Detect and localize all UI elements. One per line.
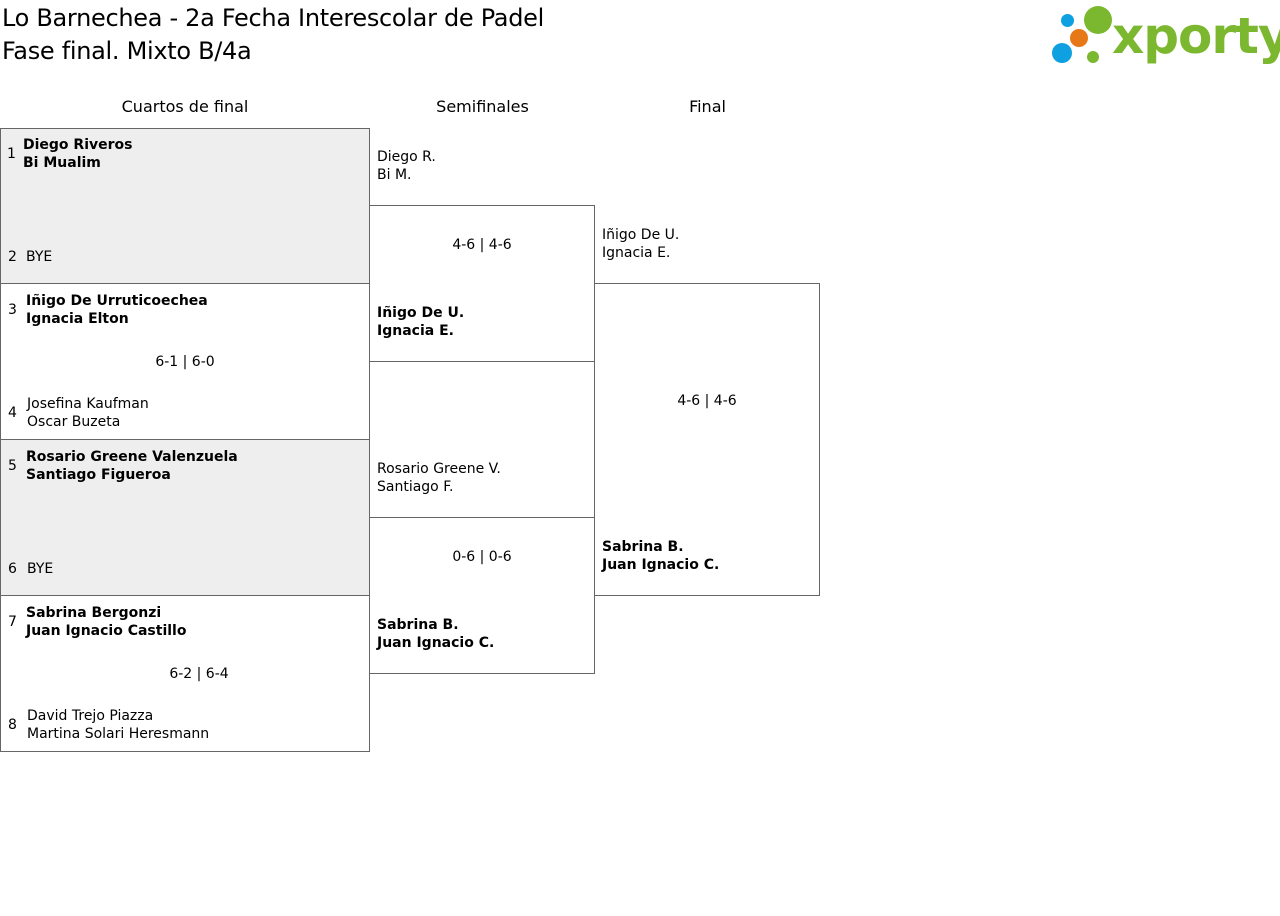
xporty-logo[interactable]: xporty <box>1050 4 1280 68</box>
player-name: Santiago F. <box>377 479 454 495</box>
logo-dot-blue-small <box>1061 14 1074 27</box>
match-score: 6-1 | 6-0 <box>155 354 215 370</box>
match-score: 6-2 | 6-4 <box>169 666 229 682</box>
semifinal-winner: Iñigo De U. Ignacia E. <box>377 304 464 340</box>
player-name: Diego R. <box>377 149 436 165</box>
player-name: Sabrina Bergonzi <box>26 605 162 621</box>
match-score: 0-6 | 0-6 <box>452 549 512 565</box>
quarterfinal-match-1[interactable] <box>0 128 370 284</box>
semifinal-winner: Sabrina B. Juan Ignacio C. <box>377 616 494 652</box>
player-name: BYE <box>26 249 53 265</box>
team-winner: Iñigo De Urruticoechea Ignacia Elton <box>26 292 208 328</box>
player-name: Diego Riveros <box>23 137 133 153</box>
quarterfinal-match-3[interactable] <box>0 439 370 596</box>
player-name: Rosario Greene Valenzuela <box>26 449 238 465</box>
player-name: Bi Mualim <box>23 155 101 171</box>
player-name: Santiago Figueroa <box>26 467 171 483</box>
player-name: Iñigo De U. <box>377 305 465 321</box>
page-title: Lo Barnechea - 2a Fecha Interescolar de … <box>2 2 544 68</box>
logo-text: xporty <box>1112 7 1280 65</box>
team-bye: BYE <box>27 560 53 578</box>
semifinal-team: Diego R. Bi M. <box>377 148 436 184</box>
team-loser: Josefina Kaufman Oscar Buzeta <box>27 395 149 431</box>
player-name: Sabrina B. <box>602 539 684 555</box>
seed-number: 3 <box>8 302 17 318</box>
player-name: Sabrina B. <box>377 617 459 633</box>
player-name: Josefina Kaufman <box>27 396 149 412</box>
logo-dot-green <box>1084 6 1112 34</box>
player-name: Martina Solari Heresmann <box>27 726 210 742</box>
player-name: Bi M. <box>377 167 412 183</box>
team-winner: Diego Riveros Bi Mualim <box>23 136 132 172</box>
logo-dot-orange <box>1070 29 1088 47</box>
team-loser: David Trejo Piazza Martina Solari Heresm… <box>27 707 209 743</box>
player-name: Juan Ignacio Castillo <box>26 623 187 639</box>
seed-number: 2 <box>8 249 17 265</box>
team-bye: BYE <box>26 248 52 266</box>
player-name: Juan Ignacio C. <box>377 635 495 651</box>
round-title-semifinals: Semifinales <box>436 97 529 116</box>
seed-number: 5 <box>8 458 17 474</box>
player-name: Juan Ignacio C. <box>602 557 720 573</box>
logo-dot-blue <box>1052 43 1072 63</box>
final-team: Iñigo De U. Ignacia E. <box>602 226 679 262</box>
seed-number: 1 <box>7 146 16 162</box>
logo-dot-green-small <box>1087 51 1099 63</box>
player-name: David Trejo Piazza <box>27 708 154 724</box>
semifinal-team: Rosario Greene V. Santiago F. <box>377 460 501 496</box>
player-name: Ignacia Elton <box>26 311 129 327</box>
match-score: 4-6 | 4-6 <box>677 393 737 409</box>
final-match[interactable] <box>594 283 820 596</box>
player-name: BYE <box>27 561 54 577</box>
player-name: Ignacia E. <box>602 245 671 261</box>
player-name: Iñigo De U. <box>602 227 680 243</box>
player-name: Rosario Greene V. <box>377 461 501 477</box>
round-title-quarterfinals: Cuartos de final <box>121 97 249 116</box>
seed-number: 6 <box>8 561 17 577</box>
champion-team: Sabrina B. Juan Ignacio C. <box>602 538 719 574</box>
player-name: Iñigo De Urruticoechea <box>26 293 208 309</box>
round-title-final: Final <box>689 97 726 116</box>
team-winner: Rosario Greene Valenzuela Santiago Figue… <box>26 448 238 484</box>
team-winner: Sabrina Bergonzi Juan Ignacio Castillo <box>26 604 186 640</box>
seed-number: 8 <box>8 717 17 733</box>
phase-name: Fase final. Mixto B/4a <box>2 37 252 65</box>
player-name: Oscar Buzeta <box>27 414 121 430</box>
seed-number: 4 <box>8 405 17 421</box>
player-name: Ignacia E. <box>377 323 454 339</box>
seed-number: 7 <box>8 614 17 630</box>
tournament-name: Lo Barnechea - 2a Fecha Interescolar de … <box>2 4 544 32</box>
match-score: 4-6 | 4-6 <box>452 237 512 253</box>
